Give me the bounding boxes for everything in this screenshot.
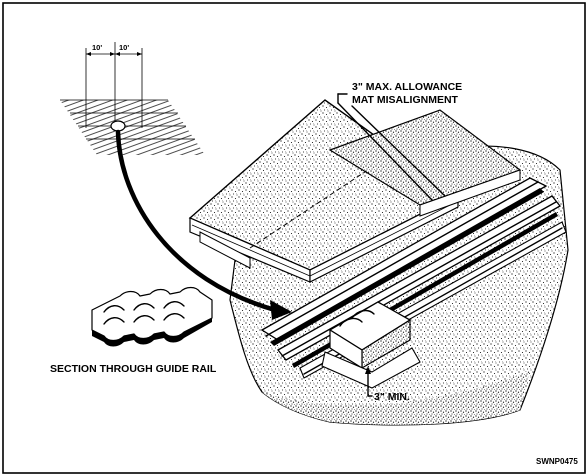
- misaligned-mat: [328, 109, 522, 217]
- min-clearance-label: 3" MIN.: [374, 391, 410, 403]
- min-clearance-leader: [365, 366, 373, 397]
- plan-view-inset: [60, 42, 205, 155]
- anchor-block: [321, 301, 421, 389]
- dimension-label-right: 10': [119, 43, 129, 52]
- dimension-label-left: 10': [92, 43, 102, 52]
- allowance-label-line-2: MAT MISALIGNMENT: [352, 94, 459, 106]
- section-caption: SECTION THROUGH GUIDE RAIL: [50, 363, 217, 375]
- allowance-label-line-1: 3" MAX. ALLOWANCE: [352, 81, 462, 93]
- guide-rail-section-sketch: [91, 286, 213, 347]
- detail-arrow: [115, 129, 292, 320]
- allowance-leader: [337, 93, 446, 201]
- figure-code: SWNP0475: [536, 457, 578, 466]
- upper-mat: [188, 99, 460, 283]
